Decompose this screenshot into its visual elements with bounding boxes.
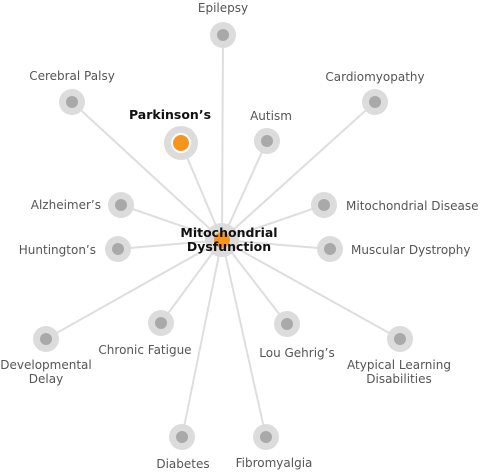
node-alzheimers[interactable]: Alzheimer’s xyxy=(31,192,134,218)
node-label-epilepsy: Epilepsy xyxy=(198,1,248,15)
node-dot xyxy=(324,243,336,255)
edge-diabetes xyxy=(181,239,223,438)
node-dot xyxy=(261,135,273,147)
node-label-lou-gehrigs: Lou Gehrig’s xyxy=(259,346,334,360)
node-cerebral-palsy[interactable]: Cerebral Palsy xyxy=(29,69,115,115)
node-label-fibromyalgia: Fibromyalgia xyxy=(236,456,313,470)
node-autism[interactable]: Autism xyxy=(250,109,292,154)
node-label-atypical-learning-disabilities-line2: Disabilities xyxy=(366,372,431,386)
node-dot xyxy=(171,133,191,153)
node-fibromyalgia[interactable]: Fibromyalgia xyxy=(236,424,313,470)
node-label-mitochondrial-disease: Mitochondrial Disease xyxy=(346,199,478,213)
node-label-cerebral-palsy: Cerebral Palsy xyxy=(29,69,115,83)
node-label-autism: Autism xyxy=(250,109,292,123)
node-dot xyxy=(394,333,406,345)
edge-fibromyalgia xyxy=(221,239,267,438)
center-label-line2: Dysfunction xyxy=(187,239,271,254)
edge-lou-gehrigs xyxy=(221,239,288,325)
node-diabetes[interactable]: Diabetes xyxy=(156,424,210,471)
center-label-line1: Mitochondrial xyxy=(180,225,277,240)
node-dot xyxy=(155,317,167,329)
edge-chronic-fatigue xyxy=(160,239,223,324)
node-dot xyxy=(66,96,78,108)
node-dot xyxy=(318,199,330,211)
center-node[interactable]: Mitochondrial Dysfunction xyxy=(180,223,278,257)
node-dot xyxy=(260,431,272,443)
edge-cerebral-palsy xyxy=(71,101,223,241)
node-dot xyxy=(115,199,127,211)
edge-alzheimers xyxy=(120,204,223,241)
node-dot xyxy=(40,333,52,345)
node-label-cardiomyopathy: Cardiomyopathy xyxy=(325,70,424,84)
node-lou-gehrigs[interactable]: Lou Gehrig’s xyxy=(259,311,335,360)
center-node-dot xyxy=(214,232,230,248)
edge-autism xyxy=(221,140,268,241)
node-muscular-dystrophy[interactable]: Muscular Dystrophy xyxy=(317,236,470,262)
node-dot xyxy=(281,318,293,330)
node-label-chronic-fatigue: Chronic Fatigue xyxy=(98,343,191,357)
node-label-huntingtons: Huntington’s xyxy=(19,243,96,257)
node-label-atypical-learning-disabilities-line1: Atypical Learning xyxy=(347,358,451,372)
edge-epilepsy xyxy=(221,34,224,241)
node-label-alzheimers: Alzheimer’s xyxy=(31,198,101,212)
node-dot xyxy=(217,29,229,41)
node-huntingtons[interactable]: Huntington’s xyxy=(19,236,131,262)
node-parkinsons[interactable]: Parkinson’s xyxy=(129,107,211,160)
node-label-parkinsons: Parkinson’s xyxy=(129,107,211,122)
node-label-muscular-dystrophy: Muscular Dystrophy xyxy=(351,243,470,257)
node-mitochondrial-disease[interactable]: Mitochondrial Disease xyxy=(311,192,478,218)
node-dot xyxy=(112,243,124,255)
edge-huntingtons xyxy=(117,239,223,250)
node-dot xyxy=(369,96,381,108)
edge-muscular-dystrophy xyxy=(221,239,331,250)
node-epilepsy[interactable]: Epilepsy xyxy=(198,1,248,48)
edge-atypical-learning-disabilities xyxy=(221,239,401,340)
edge-developmental-delay xyxy=(45,239,223,340)
node-chronic-fatigue[interactable]: Chronic Fatigue xyxy=(98,310,192,357)
node-label-developmental-delay-line1: Developmental xyxy=(0,358,91,372)
edges xyxy=(45,34,401,438)
edge-cardiomyopathy xyxy=(221,101,376,241)
node-label-diabetes: Diabetes xyxy=(156,457,209,471)
edge-mitochondrial-disease xyxy=(221,204,325,241)
node-cardiomyopathy[interactable]: Cardiomyopathy xyxy=(325,70,425,115)
node-label-developmental-delay-line2: Delay xyxy=(29,372,63,386)
edge-parkinsons xyxy=(180,142,223,241)
node-dot xyxy=(176,431,188,443)
